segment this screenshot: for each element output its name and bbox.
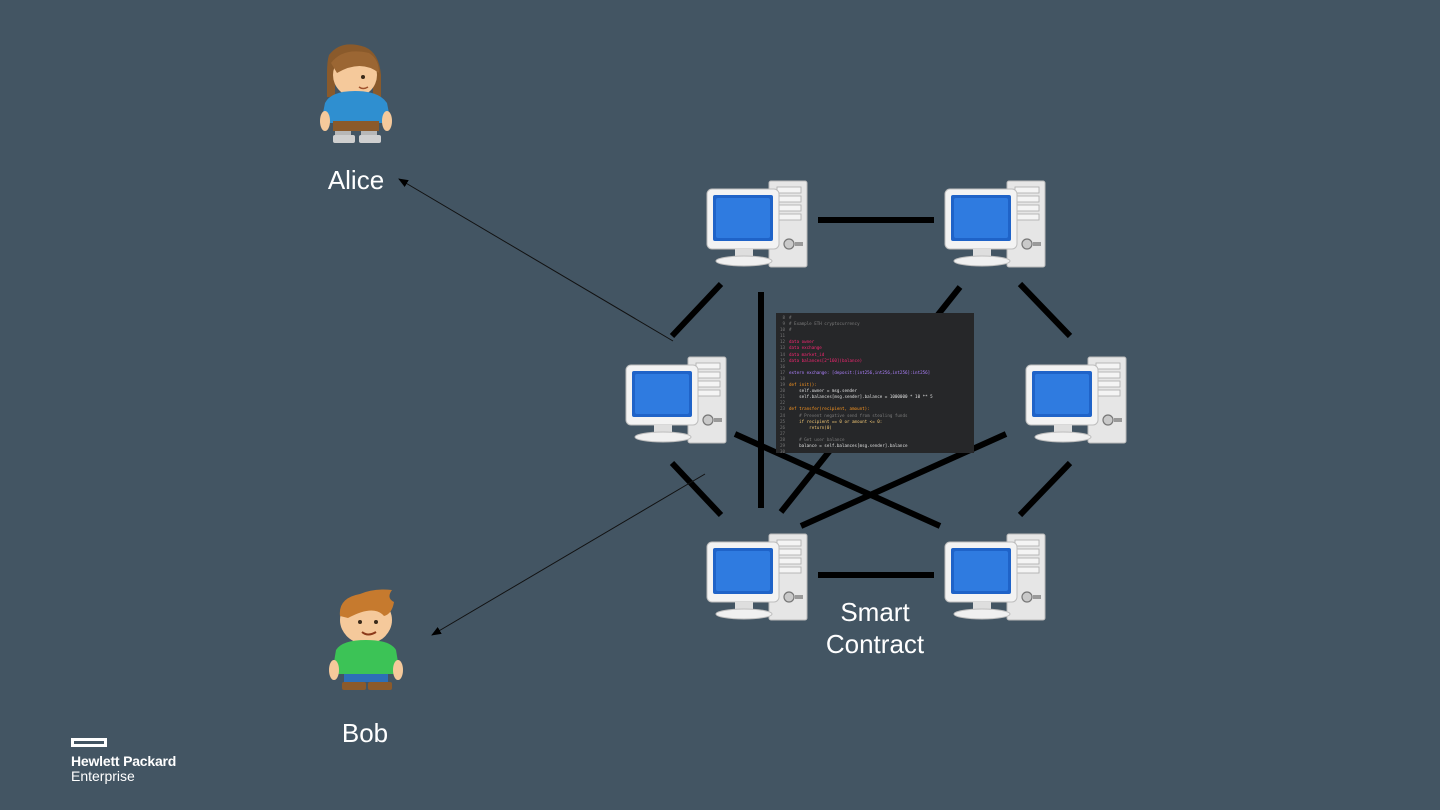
code-line: 10 # (776, 327, 974, 333)
arrow-to-bob (431, 473, 706, 636)
code-line: 21 self.balances[msg.sender].balance = 1… (776, 394, 974, 400)
person-alice-icon (320, 44, 392, 143)
code-line-text: return(0) (789, 424, 832, 430)
code-line-text: data market_id (789, 351, 825, 357)
link-mid-left-bottom-left (669, 460, 724, 518)
code-line-number: 11 (779, 333, 785, 339)
code-line-number: 14 (779, 351, 785, 357)
code-line: 12 data owner (776, 339, 974, 345)
code-line-text: # Get user balance (789, 436, 845, 442)
code-line-number: 13 (779, 345, 785, 351)
code-line-number: 28 (779, 436, 785, 442)
code-line: 19 def init(): (776, 382, 974, 388)
smart-contract-label-line1: Smart (840, 597, 910, 627)
code-line-number: 24 (779, 412, 785, 418)
code-line-text: self.owner = msg.sender (789, 388, 858, 394)
code-line-text: data exchange (789, 345, 822, 351)
smart-contract-label-line2: Contract (826, 629, 925, 659)
code-line-number: 20 (779, 388, 785, 394)
computer-node-icon (706, 180, 808, 268)
code-line-number: 12 (779, 339, 785, 345)
code-line: 20 self.owner = msg.sender (776, 388, 974, 394)
code-line-text: # (789, 315, 792, 320)
code-line: 15 data balances[2^160](balance) (776, 358, 974, 364)
link-top-right-mid-right (1017, 281, 1073, 339)
code-line-text: data owner (789, 339, 815, 345)
alice-label: Alice (328, 165, 384, 195)
code-line-number: 29 (779, 442, 785, 448)
code-line-text: self.balances[msg.sender].balance = 1000… (789, 394, 933, 400)
code-line-number: 8 (782, 315, 785, 320)
link-top-left-mid-left (669, 281, 724, 339)
code-line: 29 balance = self.balances[msg.sender].b… (776, 443, 974, 449)
code-line: 8# (776, 315, 974, 321)
code-line-text: def transfer(recipient, amount): (789, 406, 870, 412)
code-line: 28 # Get user balance (776, 437, 974, 443)
code-line-text: if recipient == 0 or amount <= 0: (789, 418, 883, 424)
code-line: 16 (776, 364, 974, 370)
computer-node-icon (706, 533, 808, 621)
network-links (669, 217, 1073, 578)
code-line: 30 (776, 449, 974, 453)
code-line-text: # Prevent negative send from stealing fu… (789, 412, 908, 418)
link-mid-right-bottom-right (1017, 460, 1073, 518)
computer-node-icon (1025, 356, 1127, 444)
code-line-text: # (789, 327, 792, 333)
code-line-number: 16 (779, 363, 785, 369)
arrow-to-alice (398, 178, 674, 342)
code-line-number: 30 (779, 449, 785, 453)
code-line: 13 data exchange (776, 345, 974, 351)
code-line-text: extern exchange: [deposit:[int256,int256… (789, 369, 931, 375)
code-line-text: data balances[2^160](balance) (789, 357, 863, 363)
code-line: 14 data market_id (776, 352, 974, 358)
code-line: 17 extern exchange: [deposit:[int256,int2… (776, 370, 974, 376)
computer-node-icon (625, 356, 727, 444)
code-line: 25 if recipient == 0 or amount <= 0: (776, 419, 974, 425)
person-bob-icon (329, 589, 403, 690)
code-line: 11 (776, 333, 974, 339)
computer-node-icon (944, 180, 1046, 268)
code-line-text: # Example ETH cryptocurrency (789, 321, 860, 327)
code-line: 27 (776, 431, 974, 437)
code-line-number: 27 (779, 430, 785, 436)
code-line-number: 18 (779, 375, 785, 381)
code-line-number: 21 (779, 394, 785, 400)
code-line: 9 # Example ETH cryptocurrency (776, 321, 974, 327)
code-line-number: 23 (779, 406, 785, 412)
code-line-number: 22 (779, 400, 785, 406)
code-line: 18 (776, 376, 974, 382)
payout-arrows (398, 178, 706, 636)
logo-text-line2: Enterprise (71, 768, 135, 784)
code-line-number: 26 (779, 424, 785, 430)
code-line: 24 # Prevent negative send from stealing… (776, 413, 974, 419)
code-line-number: 15 (779, 357, 785, 363)
logo-text-line1: Hewlett Packard (71, 753, 177, 769)
code-line: 23 def transfer(recipient, amount): (776, 406, 974, 412)
code-line-number: 10 (779, 327, 785, 333)
code-line-text: balance = self.balances[msg.sender].bala… (789, 442, 908, 448)
hpe-logo-box-icon (71, 738, 107, 747)
computer-node-icon (944, 533, 1046, 621)
link-mid-left-bottom-right (733, 431, 942, 529)
code-line-number: 25 (779, 418, 785, 424)
code-line-number: 19 (779, 382, 785, 388)
bob-label: Bob (342, 718, 388, 748)
code-line-number: 17 (779, 369, 785, 375)
code-line: 26 return(0) (776, 425, 974, 431)
code-line-text: def init(): (789, 382, 817, 388)
code-line-number: 9 (782, 321, 785, 327)
code-line: 22 (776, 400, 974, 406)
